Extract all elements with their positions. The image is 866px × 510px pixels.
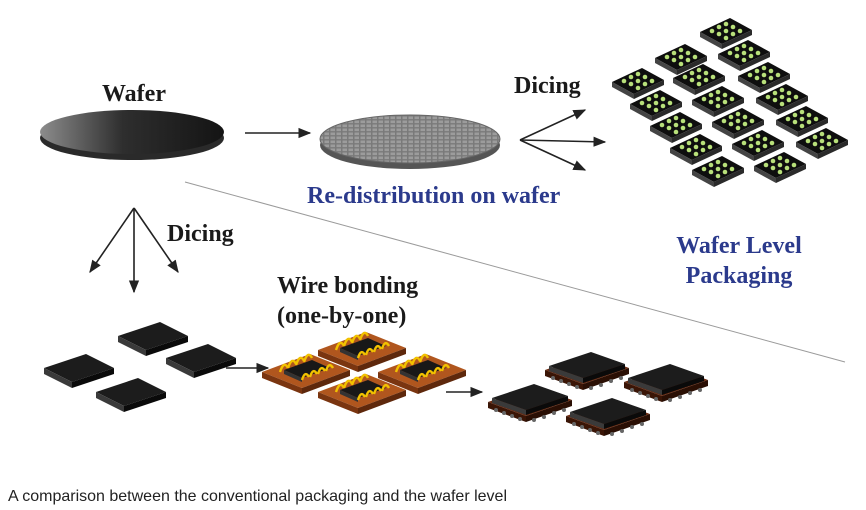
label-dicing-left: Dicing bbox=[167, 221, 234, 247]
label-wafer-level-packaging: Wafer Level Packaging bbox=[664, 234, 814, 288]
raw-wafer bbox=[40, 110, 224, 160]
label-redistribution: Re-distribution on wafer bbox=[307, 183, 561, 209]
label-wire-bonding-line2: (one-by-one) bbox=[277, 303, 407, 329]
label-wafer: Wafer bbox=[102, 81, 166, 107]
label-wafer-level-packaging-line2: Packaging bbox=[685, 263, 793, 289]
label-wafer-level-packaging-line1: Wafer Level bbox=[676, 233, 802, 259]
wire-bonded-packages bbox=[260, 330, 468, 416]
dicing-arrows-left bbox=[89, 207, 179, 294]
divider-line bbox=[184, 181, 846, 363]
bare-dies bbox=[44, 322, 236, 412]
packaging-comparison-diagram bbox=[40, 18, 848, 436]
figure-caption: A comparison between the conventional pa… bbox=[8, 488, 507, 505]
conventional-packages bbox=[488, 352, 708, 436]
label-wire-bonding: Wire bonding (one-by-one) bbox=[277, 274, 418, 328]
label-wire-bonding-line1: Wire bonding bbox=[277, 273, 419, 299]
label-dicing-top: Dicing bbox=[514, 73, 581, 99]
dicing-arrows-top bbox=[519, 109, 607, 171]
redistribution-wafer bbox=[319, 114, 501, 169]
wafer-level-packages bbox=[612, 18, 848, 187]
